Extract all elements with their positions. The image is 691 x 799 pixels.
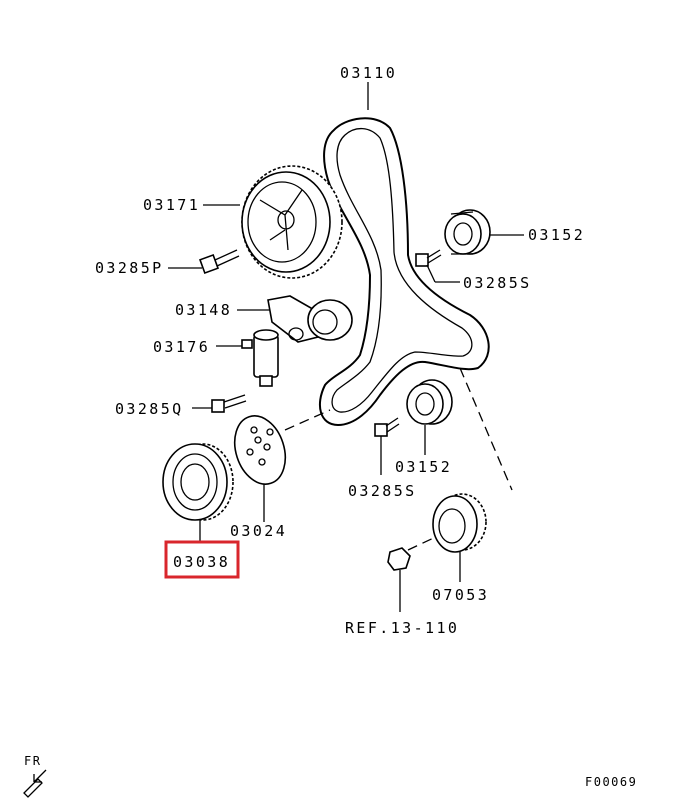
bolt-q[interactable] [211,394,247,413]
bolt-p-label: 03285P [95,259,164,277]
bolt-s-top-label: 03285S [463,274,532,292]
idler-pulley-top[interactable] [444,209,491,255]
belt-label: 03110 [340,64,397,82]
idler-pulley-bottom-label: 03152 [395,458,452,476]
crankshaft-sprocket-label: 03038 [173,553,230,571]
bolt-s-top[interactable] [415,249,442,267]
bolt-s-bottom-label: 03285S [348,482,417,500]
front-arrow-icon [23,769,47,798]
camshaft-sprocket[interactable] [241,165,343,279]
camshaft-sprocket-label: 03171 [143,196,200,214]
reference-label: REF.13-110 [345,619,459,637]
figure-code: F00069 [585,775,637,789]
bolt-s-bottom[interactable] [374,417,400,437]
flange-plate-label: 03024 [230,522,287,540]
tensioner-arm-label: 03148 [175,301,232,319]
oil-pump-sprocket-label: 07053 [432,586,489,604]
tensioner-arm[interactable] [267,295,353,343]
nut[interactable] [387,547,411,571]
oil-pump-sprocket[interactable] [432,493,487,553]
bolt-p[interactable] [199,249,240,274]
timing-belt[interactable] [318,117,490,427]
idler-pulley-bottom[interactable] [406,379,453,425]
crankshaft-sprocket-highlight [164,540,240,579]
auto-tensioner[interactable] [241,329,279,387]
auto-tensioner-label: 03176 [153,338,210,356]
bolt-q-label: 03285Q [115,400,184,418]
front-marker-label: FR [24,754,41,768]
idler-pulley-top-label: 03152 [528,226,585,244]
flange-plate[interactable] [226,409,293,490]
crankshaft-sprocket[interactable] [162,443,234,521]
